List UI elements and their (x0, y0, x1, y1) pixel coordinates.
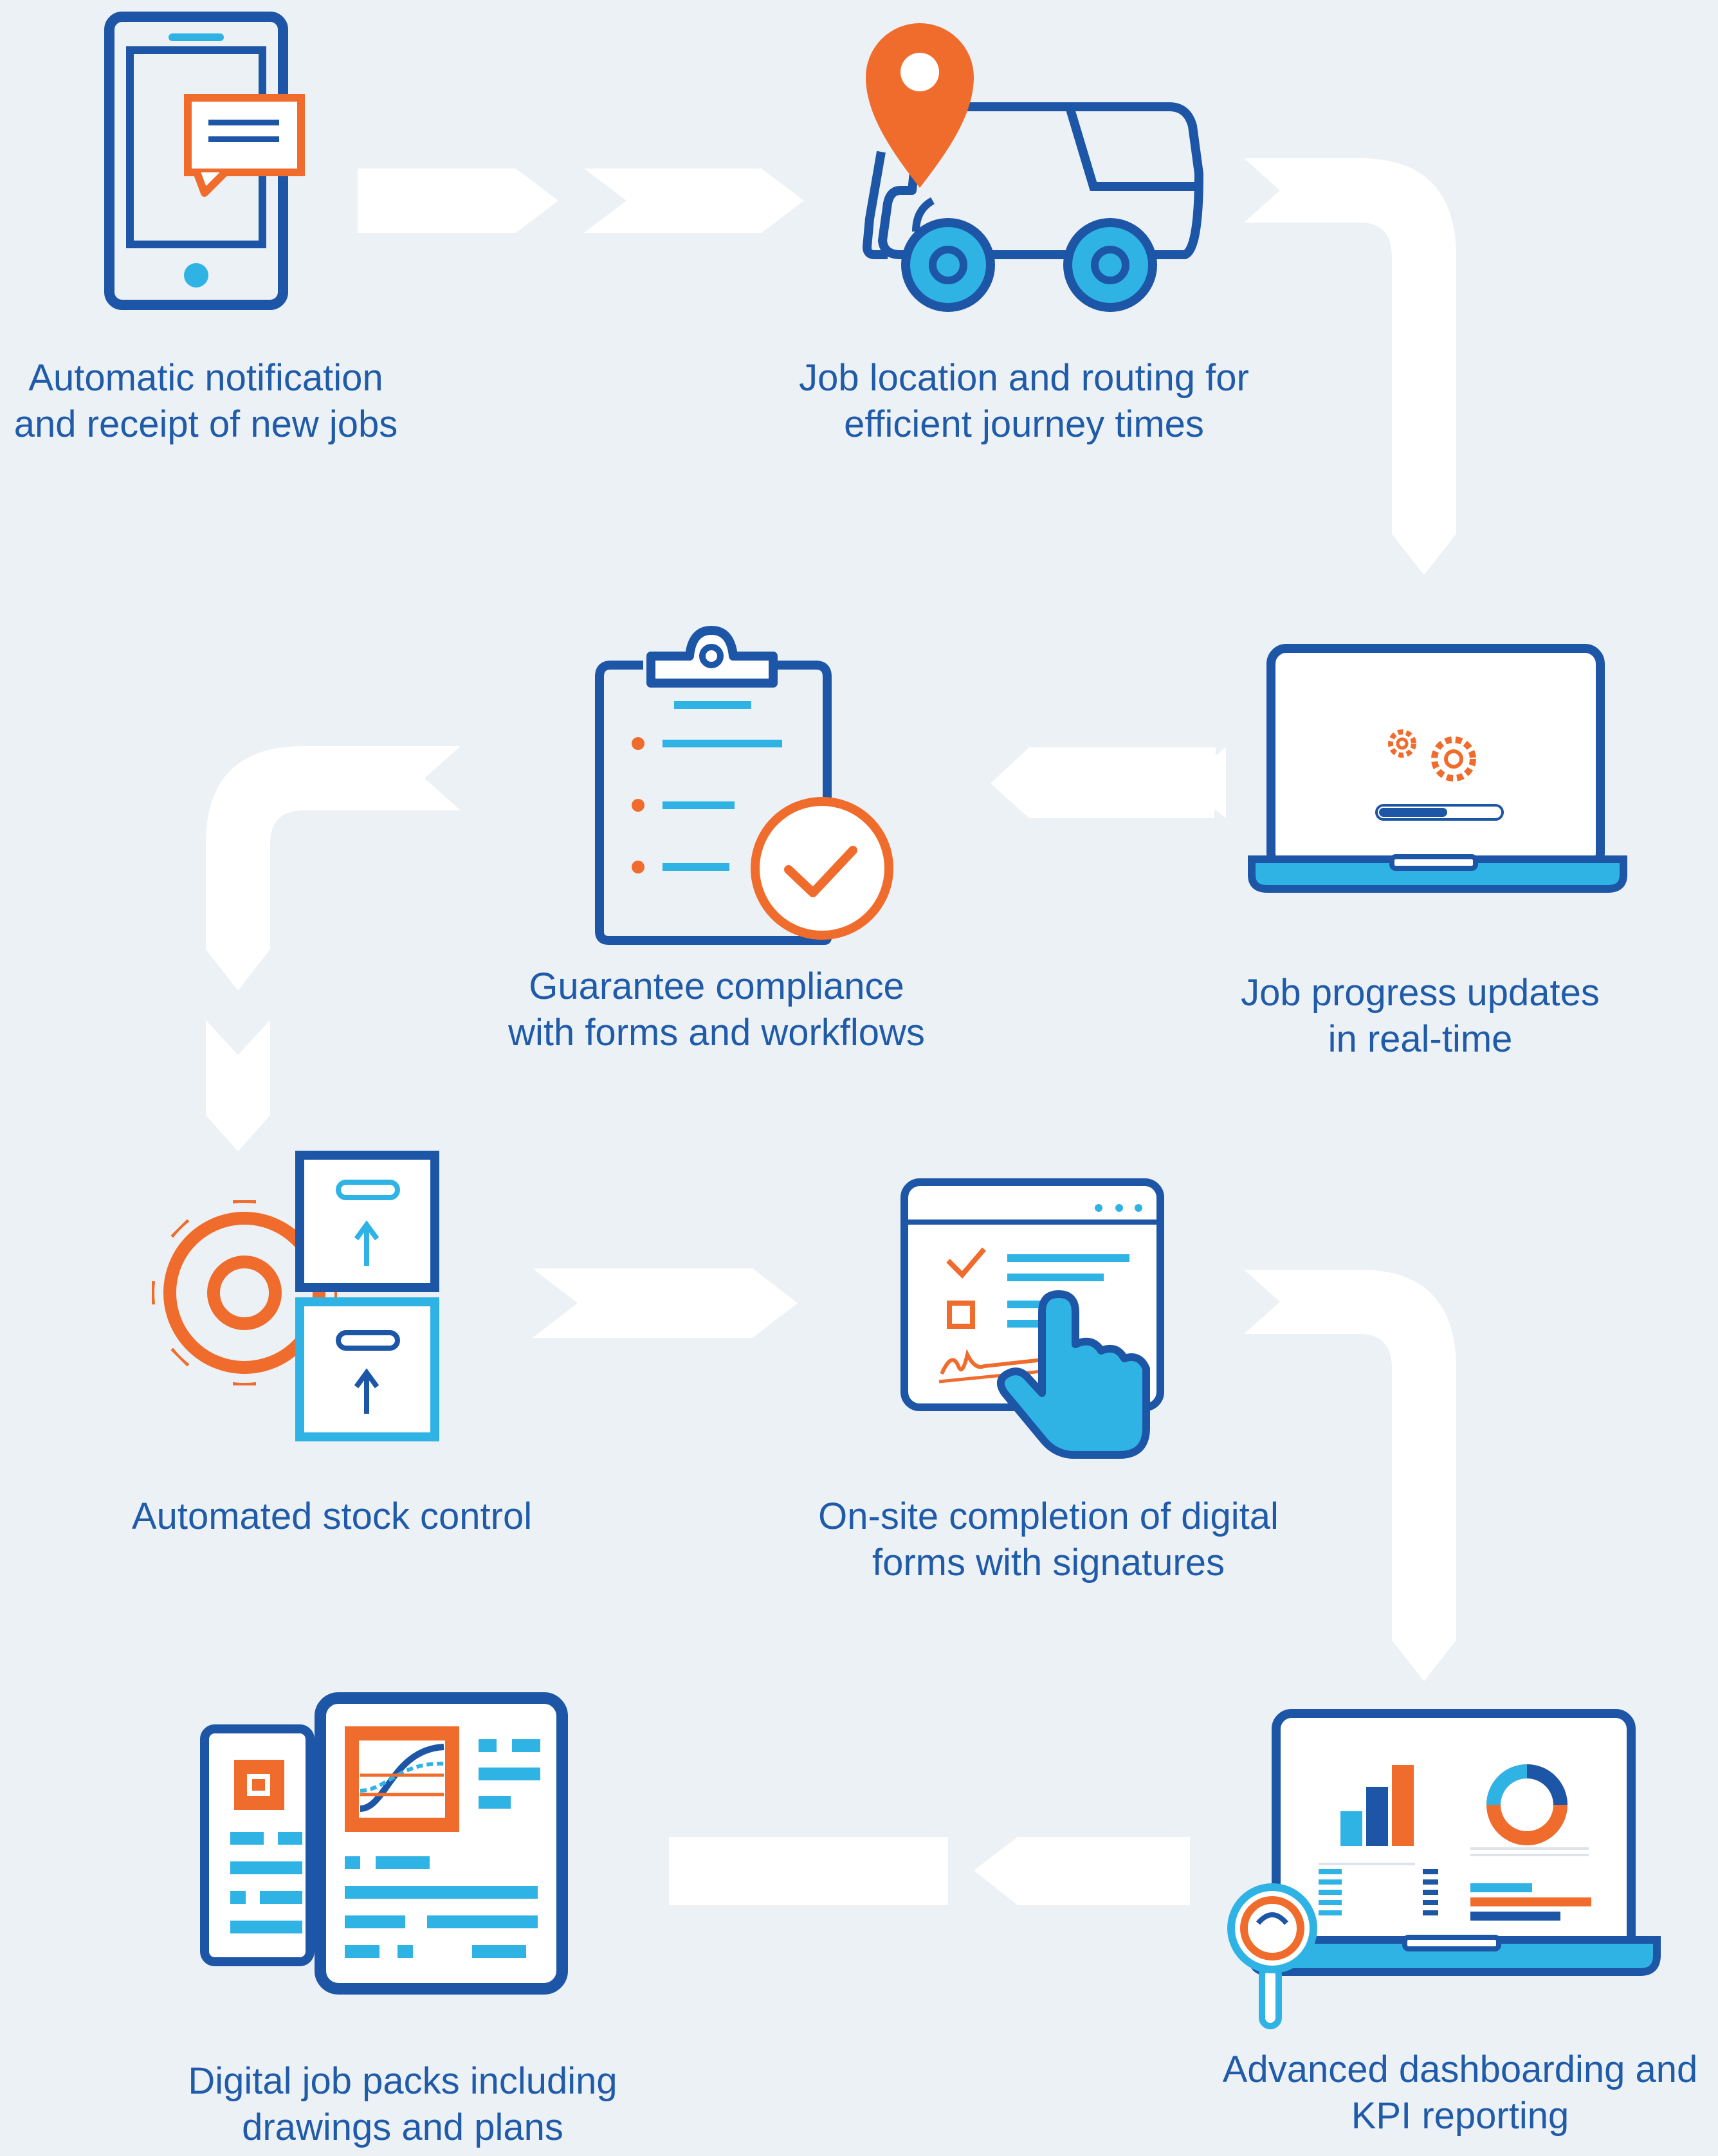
flow-arrow (1244, 1270, 1456, 1681)
label-line: On-site completion of digital (818, 1495, 1279, 1537)
laptop-progress-icon (1248, 644, 1627, 893)
label-line: KPI reporting (1351, 2095, 1569, 2137)
flow-arrow (974, 1837, 1190, 1905)
step-label-job-location: Job location and routing for efficient j… (760, 355, 1288, 448)
label-line: forms with signatures (872, 1542, 1225, 1584)
gear-stock-boxes-icon (152, 1151, 439, 1441)
smartphone-notification-icon (104, 12, 305, 310)
flow-arrow (1244, 158, 1456, 575)
step-label-automatic-notification: Automatic notification and receipt of ne… (0, 355, 470, 448)
flow-arrow (206, 1020, 270, 1151)
digital-form-signature-icon (900, 1178, 1164, 1459)
step-label-job-packs: Digital job packs including drawings and… (139, 2058, 666, 2151)
flow-arrow (206, 746, 461, 991)
flow-arrow (1181, 747, 1226, 818)
label-line: efficient journey times (844, 403, 1204, 445)
label-line: Job location and routing for (799, 357, 1249, 399)
truck-location-icon (862, 23, 1203, 312)
label-line: Automated stock control (131, 1495, 533, 1537)
label-line: Digital job packs including (188, 2060, 617, 2102)
label-line: in real-time (1328, 1018, 1513, 1060)
flow-arrow (358, 169, 558, 233)
label-line: with forms and workflows (508, 1012, 925, 1054)
label-line: and receipt of new jobs (14, 403, 398, 445)
label-line: Guarantee compliance (529, 965, 904, 1007)
step-label-stock-control: Automated stock control (68, 1494, 596, 1540)
job-pack-documents-icon (200, 1692, 568, 1995)
step-label-digital-forms: On-site completion of digital forms with… (785, 1494, 1312, 1586)
label-line: Job progress updates (1241, 972, 1600, 1014)
clipboard-check-icon (595, 626, 893, 945)
step-label-job-progress: Job progress updates in real-time (1156, 970, 1684, 1063)
dashboard-laptop-icon (1227, 1709, 1661, 2029)
flow-arrow (903, 1837, 948, 1905)
label-line: Advanced dashboarding and (1222, 2049, 1698, 2090)
flow-arrow (991, 747, 1216, 818)
flow-arrow (584, 169, 804, 233)
flow-arrow (533, 1268, 798, 1338)
step-label-guarantee-compliance: Guarantee compliance with forms and work… (453, 964, 980, 1056)
label-line: drawings and plans (242, 2106, 563, 2148)
step-label-dashboarding: Advanced dashboarding and KPI reporting (1196, 2047, 1718, 2139)
flow-arrow (669, 1837, 948, 1905)
label-line: Automatic notification (28, 357, 383, 399)
